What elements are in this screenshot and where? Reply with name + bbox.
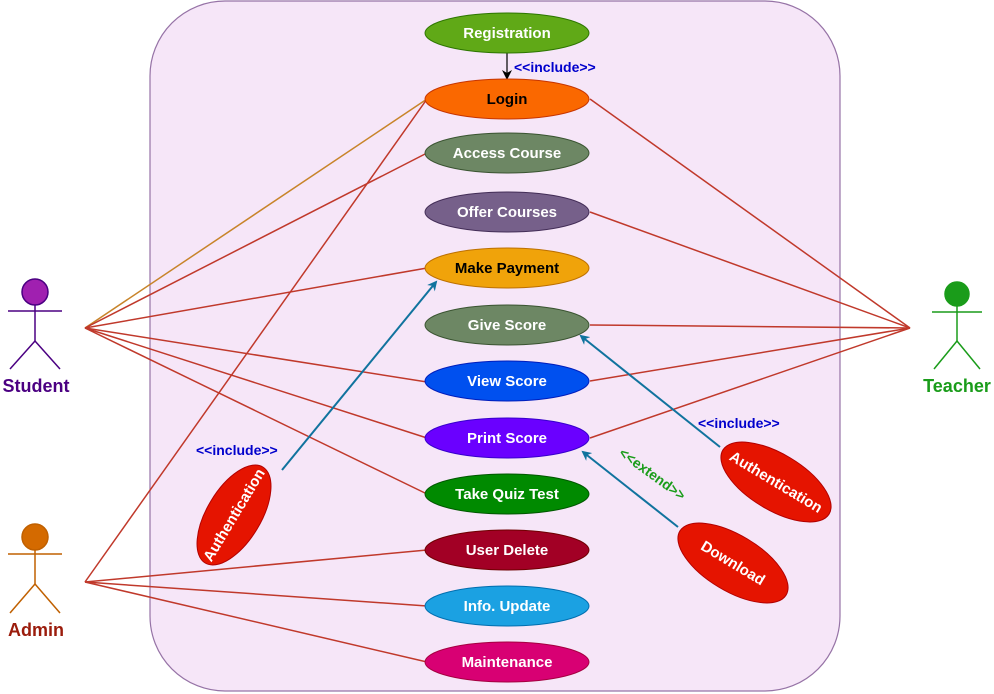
- use-case-authentication-right[interactable]: Authentication: [708, 426, 843, 538]
- use-case-label: Take Quiz Test: [455, 486, 559, 503]
- stick-figure-icon: [932, 281, 982, 370]
- use-case-take-quiz-test[interactable]: Take Quiz Test: [424, 473, 590, 515]
- actor-label: Admin: [8, 620, 64, 640]
- associations: [84, 98, 911, 663]
- use-case-label: User Delete: [466, 542, 549, 559]
- assoc-student-view-score: [84, 327, 428, 383]
- assoc-admin-maintenance: [84, 581, 428, 663]
- assoc-admin-user-delete: [84, 549, 428, 583]
- include-arrow-auth-left: [281, 280, 438, 471]
- extend-arrow-download: [581, 450, 679, 528]
- actor-student[interactable]: Student: [3, 278, 70, 396]
- include-label-auth-left: <<include>>: [196, 442, 278, 458]
- use-case-label: Login: [487, 91, 528, 108]
- use-case-label: Make Payment: [455, 260, 559, 277]
- use-case-login[interactable]: Login: [424, 78, 590, 120]
- use-case-user-delete[interactable]: User Delete: [424, 529, 590, 571]
- include-label-auth-right: <<include>>: [698, 415, 780, 431]
- use-case-print-score[interactable]: Print Score: [424, 417, 590, 459]
- use-case-label: Print Score: [467, 430, 547, 447]
- assoc-admin-info-update: [84, 581, 428, 607]
- assoc-teacher-login: [589, 98, 911, 329]
- use-case-label: Registration: [463, 25, 551, 42]
- use-case-view-score[interactable]: View Score: [424, 360, 590, 402]
- include-arrow-auth-right: [579, 334, 721, 448]
- use-case-access-course[interactable]: Access Course: [424, 132, 590, 174]
- assoc-student-access-course: [84, 152, 428, 329]
- assoc-teacher-view-score: [589, 327, 911, 382]
- use-case-make-payment[interactable]: Make Payment: [424, 247, 590, 289]
- use-case-label: Access Course: [453, 145, 561, 162]
- assoc-student-print-score: [84, 327, 428, 439]
- assoc-admin-login: [84, 98, 428, 583]
- use-case-offer-courses[interactable]: Offer Courses: [424, 191, 590, 233]
- use-case-label: Info. Update: [464, 598, 551, 615]
- assoc-teacher-print-score: [589, 327, 911, 439]
- assoc-teacher-offer-courses: [589, 211, 911, 329]
- use-case-info-update[interactable]: Info. Update: [424, 585, 590, 627]
- use-case-label: Give Score: [468, 317, 546, 334]
- assoc-teacher-give-score: [589, 324, 911, 329]
- use-case-maintenance[interactable]: Maintenance: [424, 641, 590, 683]
- use-case-download[interactable]: Download: [665, 507, 800, 619]
- use-case-label: Offer Courses: [457, 204, 557, 221]
- use-case-registration[interactable]: Registration: [424, 12, 590, 54]
- assoc-student-make-payment: [84, 267, 428, 329]
- assoc-student-login: [84, 98, 428, 329]
- actor-teacher[interactable]: Teacher: [923, 281, 991, 396]
- stick-figure-icon: [8, 523, 62, 614]
- stick-figure-icon: [8, 278, 62, 370]
- use-case-give-score[interactable]: Give Score: [424, 304, 590, 346]
- use-case-label: View Score: [467, 373, 547, 390]
- actor-label: Student: [3, 376, 70, 396]
- include-label-login: <<include>>: [514, 59, 596, 75]
- actor-admin[interactable]: Admin: [8, 523, 64, 640]
- actor-label: Teacher: [923, 376, 991, 396]
- assoc-student-take-quiz: [84, 327, 428, 495]
- use-case-label: Maintenance: [462, 654, 553, 671]
